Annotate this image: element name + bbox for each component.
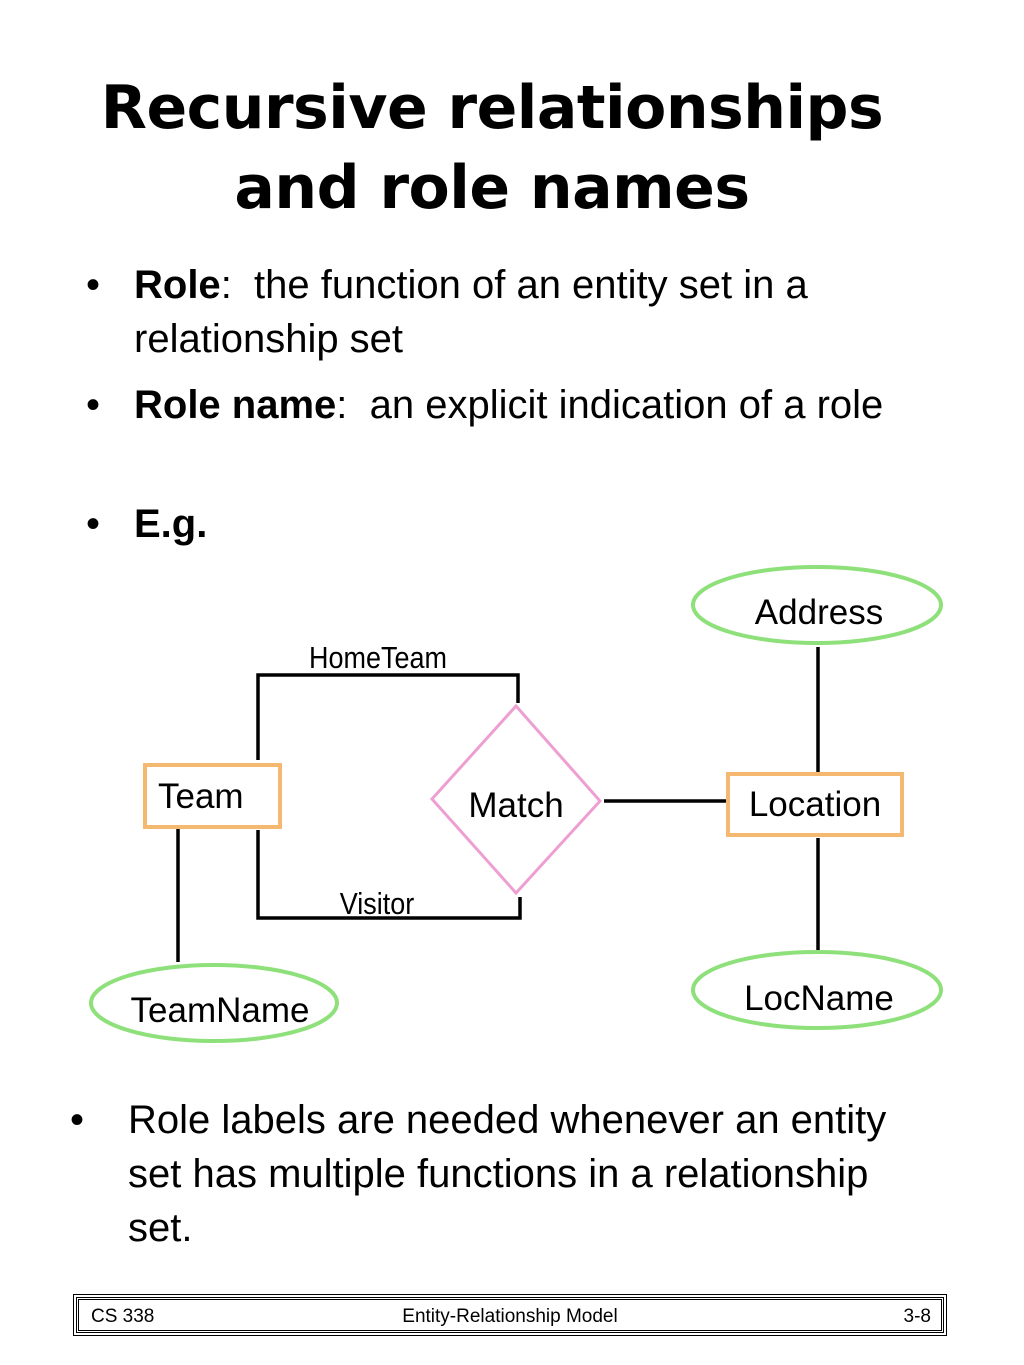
bullet-marker: • bbox=[86, 502, 101, 546]
bullet-marker: • bbox=[86, 383, 101, 427]
match-relationship-diamond bbox=[429, 703, 603, 896]
location-entity-box bbox=[726, 772, 904, 837]
hometeam-role-line bbox=[256, 673, 520, 760]
bullet-marker: • bbox=[86, 263, 101, 307]
bullet-term: Role name bbox=[134, 383, 337, 427]
location-entity-label: Location bbox=[749, 785, 881, 824]
footer-course: CS 338 bbox=[91, 1306, 155, 1327]
footer-page-number: 3-8 bbox=[903, 1306, 931, 1327]
bullet-separator: : bbox=[220, 263, 232, 307]
bullet-example: • E.g. bbox=[86, 497, 934, 551]
teamname-attribute-label: TeamName bbox=[131, 991, 310, 1030]
bullet-text: an explicit indication of a role bbox=[347, 383, 884, 427]
footer-topic: Entity-Relationship Model bbox=[402, 1306, 618, 1327]
bullet-text: the function of an entity set in a relat… bbox=[134, 263, 819, 361]
bullet-separator: : bbox=[336, 383, 348, 427]
team-entity-label: Team bbox=[158, 777, 244, 816]
team-entity-box bbox=[143, 763, 282, 829]
bullet-role-name: • Role name: an explicit indication of a… bbox=[86, 378, 934, 432]
match-relationship-label: Match bbox=[468, 786, 563, 825]
hometeam-role-label: HomeTeam bbox=[309, 641, 447, 675]
bullet-marker: • bbox=[70, 1098, 85, 1142]
visitor-role-label: Visitor bbox=[340, 887, 415, 921]
bullet-role: • Role: the function of an entity set in… bbox=[86, 258, 934, 366]
slide-footer: CS 338 Entity-Relationship Model 3-8 bbox=[73, 1294, 947, 1336]
teamname-attribute-ellipse bbox=[89, 963, 339, 1043]
bullet-note-text: Role labels are needed whenever an entit… bbox=[128, 1098, 909, 1250]
bullet-note: • Role labels are needed whenever an ent… bbox=[70, 1093, 928, 1255]
bullet-term: E.g. bbox=[134, 502, 208, 546]
slide-title-line-1: Recursive relationships bbox=[100, 73, 884, 143]
locname-attribute-ellipse bbox=[691, 950, 943, 1030]
visitor-role-line bbox=[256, 830, 522, 920]
address-attribute-ellipse bbox=[691, 565, 943, 645]
slide-title-line-2: and role names bbox=[234, 153, 750, 223]
bullet-term: Role bbox=[134, 263, 221, 307]
address-attribute-label: Address bbox=[755, 593, 883, 632]
locname-attribute-label: LocName bbox=[744, 979, 894, 1018]
slide-title: Recursive relationships and role names bbox=[0, 68, 984, 228]
